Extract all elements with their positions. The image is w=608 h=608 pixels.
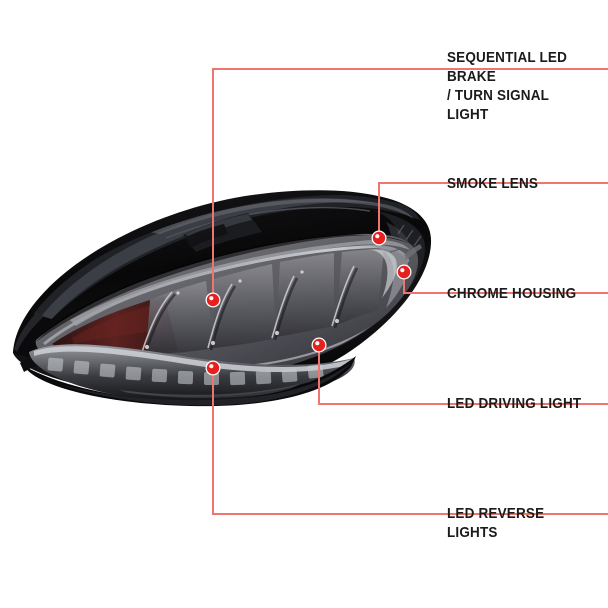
- lens-right-endcap-bright: [366, 249, 397, 298]
- callout-dots: [205, 230, 412, 376]
- housing-right-detail-marks: [389, 224, 422, 253]
- callout-label-led-reverse-lights: LED REVERSE LIGHTS: [447, 505, 545, 541]
- callout-leader-lines: [212, 68, 608, 515]
- tail-light-body: [13, 190, 432, 407]
- lens-red-reflector-glow: [72, 303, 164, 344]
- strip-top-chrome-line: [34, 346, 352, 373]
- leader-line-sequential-led-brake-turn-signal: [212, 68, 608, 300]
- lens-rib-pips: [144, 270, 340, 350]
- housing-left-tip-edge: [14, 313, 44, 352]
- callout-label-sequential-led-brake-turn-signal: SEQUENTIAL LED BRAKE / TURN SIGNAL LIGHT: [447, 49, 568, 123]
- callout-dot-chrome-housing: [396, 264, 412, 280]
- leader-line-led-driving-light: [318, 345, 608, 405]
- leader-line-led-reverse-lights: [212, 368, 608, 515]
- led-chevron-segments: [146, 249, 384, 354]
- housing-bottom-rim: [24, 356, 356, 407]
- led-reverse-light-cells: [47, 357, 324, 386]
- callout-dot-led-driving-light: [311, 337, 327, 353]
- lens-right-endcap: [362, 245, 408, 308]
- callout-label-led-driving-light: LED DRIVING LIGHT: [447, 395, 582, 412]
- callout-dot-led-reverse-lights: [205, 360, 221, 376]
- housing-upper-seam: [165, 206, 371, 239]
- housing-right-gloss: [372, 210, 426, 322]
- housing-right-slot: [404, 244, 422, 261]
- housing-bottom-rim-gloss: [58, 362, 352, 406]
- callout-dot-smoke-lens: [371, 230, 387, 246]
- housing-bulb-port: [186, 224, 228, 248]
- leader-line-smoke-lens: [378, 182, 608, 238]
- callout-label-chrome-housing: CHROME HOUSING: [447, 285, 577, 302]
- lens-upper-shadow: [36, 234, 410, 342]
- led-segment-dividers: [141, 265, 355, 353]
- callout-dot-sequential-led-brake-turn-signal: [205, 292, 221, 308]
- housing-left-tip: [13, 313, 62, 358]
- callout-label-smoke-lens: SMOKE LENS: [447, 175, 539, 192]
- housing-top-rim-light: [150, 198, 414, 234]
